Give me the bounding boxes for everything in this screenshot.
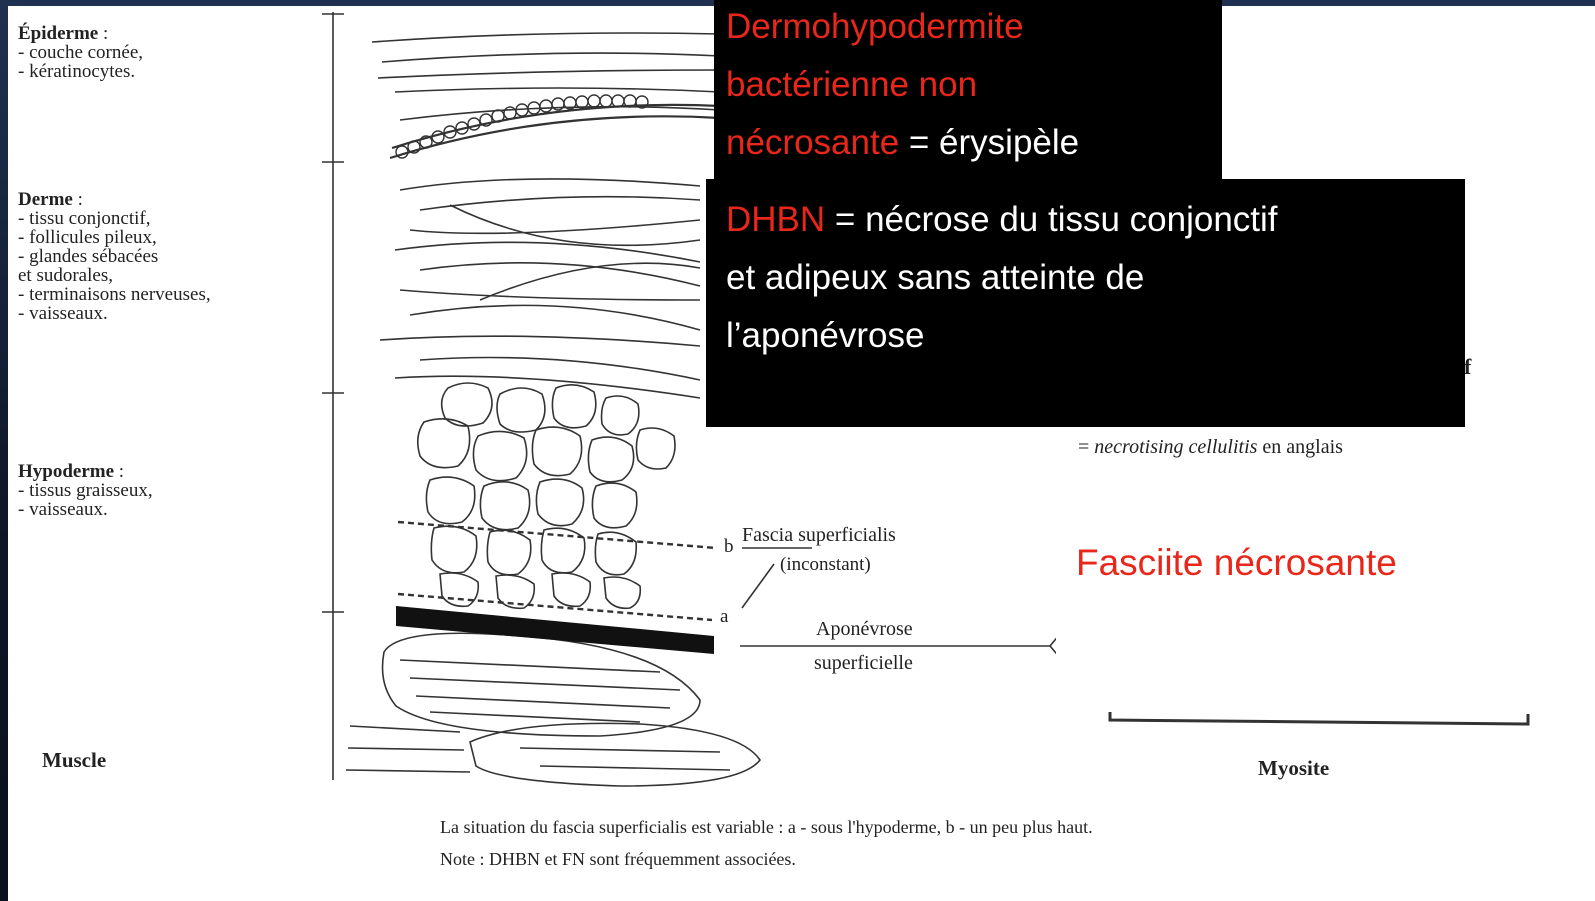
muscle-label: Muscle — [42, 748, 106, 773]
myosite-label: Myosite — [1258, 756, 1329, 781]
fasciite-box: Fasciite nécrosante — [1056, 500, 1516, 700]
footnote-line-2: Note : DHBN et FN sont fréquemment assoc… — [440, 849, 796, 870]
derme-label: Derme : - tissu conjonctif, - follicules… — [18, 190, 211, 323]
fascia-inconstant-label: (inconstant) — [780, 554, 871, 576]
aponevrose-band — [396, 606, 714, 654]
dhbn-box: DHBN = nécrose du tissu conjonctif et ad… — [706, 179, 1465, 427]
superficielle-label: superficielle — [814, 652, 913, 675]
necrotising-cellulitis-label: = necrotising cellulitis en anglais — [1078, 436, 1343, 459]
aponevrose-label: Aponévrose — [816, 618, 913, 641]
partial-letter: f — [1464, 354, 1471, 380]
epidermis-line — [372, 33, 720, 42]
epiderme-label: Épiderme : - couche cornée, - kératinocy… — [18, 24, 143, 81]
footnote-line-1: La situation du fascia superficialis est… — [440, 817, 1093, 838]
fasciite-label: Fasciite nécrosante — [1076, 542, 1397, 584]
erysipele-box: Dermohypodermite bactérienne non nécrosa… — [714, 0, 1222, 180]
fascia-superficialis-label: Fascia superficialis — [742, 524, 896, 547]
letter-a: a — [720, 606, 728, 628]
hypoderme-label: Hypoderme : - tissus graisseux, - vaisse… — [18, 462, 153, 519]
letter-b: b — [724, 536, 734, 558]
